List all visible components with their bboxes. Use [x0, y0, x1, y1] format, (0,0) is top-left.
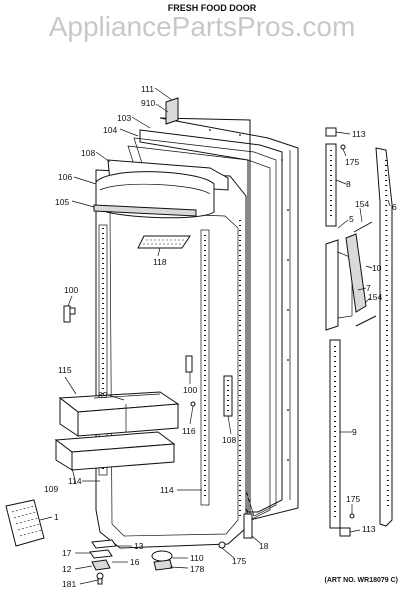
callout-6: 6 — [392, 202, 397, 212]
callout-106: 106 — [58, 172, 72, 182]
part-1-manual — [5, 499, 45, 547]
callout-18: 18 — [259, 541, 269, 551]
callout-175c: 175 — [346, 494, 360, 504]
part-116-screw — [190, 401, 196, 407]
leader-lines — [39, 87, 391, 585]
callout-113a: 113 — [352, 129, 366, 139]
callout-118: 118 — [153, 257, 167, 267]
part-100-clip-left — [63, 305, 76, 323]
part-113-top-cap — [325, 127, 337, 137]
part-108-side-rail — [223, 375, 233, 417]
callout-9: 9 — [352, 427, 357, 437]
callout-105: 105 — [55, 197, 69, 207]
callout-7: 7 — [366, 283, 371, 293]
callout-17: 17 — [62, 548, 72, 558]
hinge-hardware — [89, 539, 117, 585]
part-111-bracket — [165, 97, 179, 125]
part-105-trim-strip — [93, 204, 197, 217]
callout-16: 16 — [130, 557, 140, 567]
part-109-door-bin — [54, 431, 176, 471]
part-154-screws — [353, 221, 377, 327]
callout-116: 116 — [182, 426, 196, 436]
callout-89: 89 — [98, 390, 108, 400]
callout-1: 1 — [54, 512, 59, 522]
callout-154b: 154 — [368, 292, 382, 302]
callout-175a: 175 — [232, 556, 246, 566]
callout-115: 115 — [58, 365, 72, 375]
callout-108b: 108 — [222, 435, 236, 445]
watermark-text: AppliancePartsPros.com — [49, 11, 356, 42]
callout-labels: 111 910 103 104 108 106 105 118 100 115 … — [44, 84, 397, 589]
callout-154a: 154 — [355, 199, 369, 209]
callout-114b: 114 — [160, 485, 174, 495]
part-110-hinge — [151, 550, 173, 571]
callout-10: 10 — [372, 263, 382, 273]
callout-13: 13 — [134, 541, 144, 551]
callout-175b: 175 — [345, 157, 359, 167]
callout-5: 5 — [349, 214, 354, 224]
callout-110: 110 — [190, 553, 204, 563]
part-5-handle — [325, 239, 353, 331]
callout-8: 8 — [346, 179, 351, 189]
callout-104: 104 — [103, 125, 117, 135]
art-number: (ART NO. WR18079 C) — [324, 577, 398, 584]
callout-181: 181 — [62, 579, 76, 589]
part-113-bottom-cap — [339, 527, 351, 537]
door-outer-panel — [159, 117, 299, 521]
callout-108a: 108 — [81, 148, 95, 158]
callout-100a: 100 — [64, 285, 78, 295]
callout-12: 12 — [62, 564, 72, 574]
part-18-stop — [243, 513, 253, 539]
callout-113b: 113 — [362, 524, 376, 534]
callout-178: 178 — [190, 564, 204, 574]
part-6-door-trim — [375, 147, 393, 527]
part-118-tray — [137, 235, 191, 249]
part-9-lower-trim — [329, 339, 341, 529]
part-8-handle-bracket — [325, 143, 337, 227]
part-115-door-bin — [58, 391, 180, 437]
callout-111: 111 — [141, 84, 154, 94]
callout-103: 103 — [117, 113, 131, 123]
part-175-screw-top — [340, 144, 346, 150]
part-175-screw-lower — [349, 513, 355, 519]
callout-910: 910 — [141, 98, 155, 108]
part-10-handle-insert — [345, 233, 367, 313]
part-100-clip-right — [185, 355, 193, 373]
callout-109: 109 — [44, 484, 58, 494]
callout-114a: 114 — [68, 476, 82, 486]
diagram-title: FRESH FOOD DOOR — [168, 3, 257, 13]
part-175-screw — [218, 541, 226, 549]
callout-100b: 100 — [183, 385, 197, 395]
